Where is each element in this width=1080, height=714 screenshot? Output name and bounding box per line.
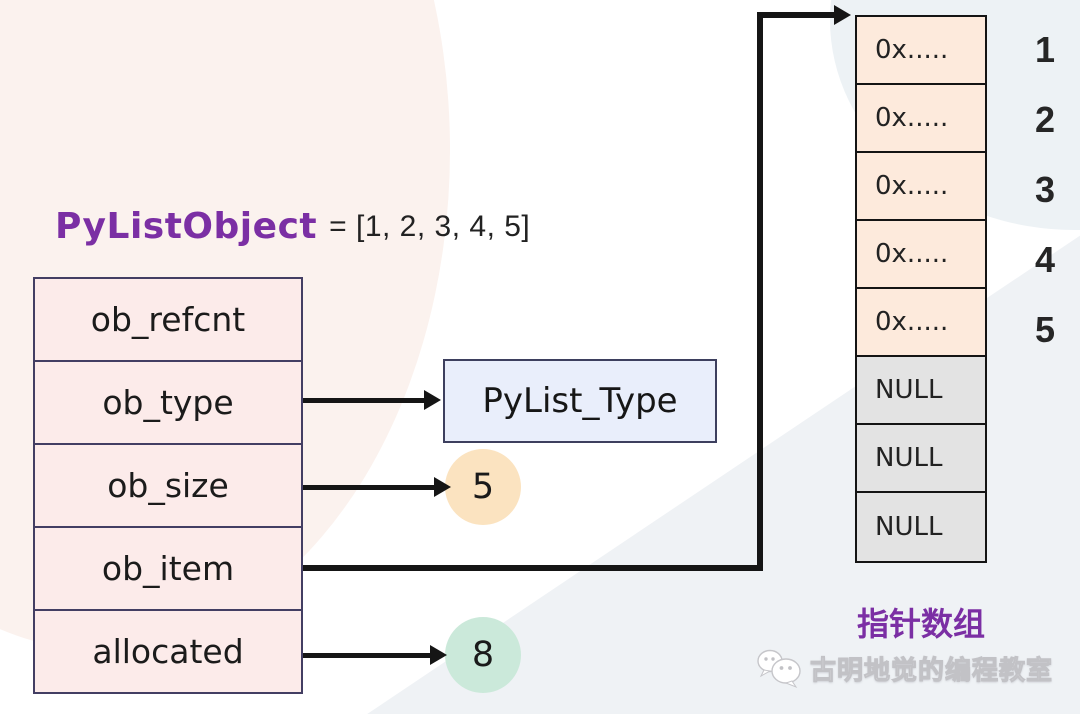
array-cell-pointer-4: 0x..... (857, 221, 985, 289)
struct-field-ob-item: ob_item (35, 528, 301, 611)
struct-field-ob-refcnt: ob_refcnt (35, 279, 301, 362)
ob-item-arrow-segment-top (757, 12, 835, 18)
pylist-type-box: PyList_Type (443, 359, 717, 443)
index-label-5: 5 (1034, 309, 1056, 350)
ob-item-arrow-head (834, 5, 851, 25)
array-cell-null-2: NULL (857, 425, 985, 493)
allocated-arrow-line (303, 653, 431, 658)
array-cell-null-3: NULL (857, 493, 985, 561)
pylistobject-struct-box: ob_refcnt ob_type ob_size ob_item alloca… (33, 277, 303, 694)
index-label-3: 3 (1034, 169, 1056, 210)
array-cell-pointer-1: 0x..... (857, 17, 985, 85)
ob-type-arrow-line (303, 398, 425, 403)
index-label-2: 2 (1034, 99, 1056, 140)
ob-item-arrow-segment-horizontal (303, 565, 763, 571)
pointer-array-caption: 指针数组 (856, 605, 985, 643)
array-cell-pointer-2: 0x..... (857, 85, 985, 153)
struct-field-ob-type: ob_type (35, 362, 301, 445)
pointer-array: 0x..... 0x..... 0x..... 0x..... 0x..... … (855, 15, 987, 563)
array-cell-pointer-5: 0x..... (857, 289, 985, 357)
array-cell-null-1: NULL (857, 357, 985, 425)
watermark-text: 古明地觉的编程教室 (809, 655, 1054, 686)
ob-size-arrow-head (434, 477, 451, 497)
ob-size-arrow-line (303, 485, 435, 490)
list-literal-label: = [1, 2, 3, 4, 5] (329, 209, 531, 243)
diagram-title: PyListObject = [1, 2, 3, 4, 5] (55, 206, 530, 247)
ob-item-arrow-segment-vertical (757, 12, 763, 571)
wechat-icon (757, 649, 801, 689)
allocated-value-badge: 8 (445, 617, 521, 693)
ob-size-value-badge: 5 (445, 449, 521, 525)
index-label-1: 1 (1034, 29, 1056, 70)
struct-field-ob-size: ob_size (35, 445, 301, 528)
array-cell-pointer-3: 0x..... (857, 153, 985, 221)
allocated-arrow-head (430, 645, 447, 665)
struct-field-allocated: allocated (92, 632, 244, 671)
index-label-4: 4 (1034, 239, 1056, 280)
watermark: 古明地觉的编程教室 (756, 646, 1053, 690)
pylistobject-title-label: PyListObject (55, 206, 318, 247)
ob-type-arrow-head (424, 390, 441, 410)
